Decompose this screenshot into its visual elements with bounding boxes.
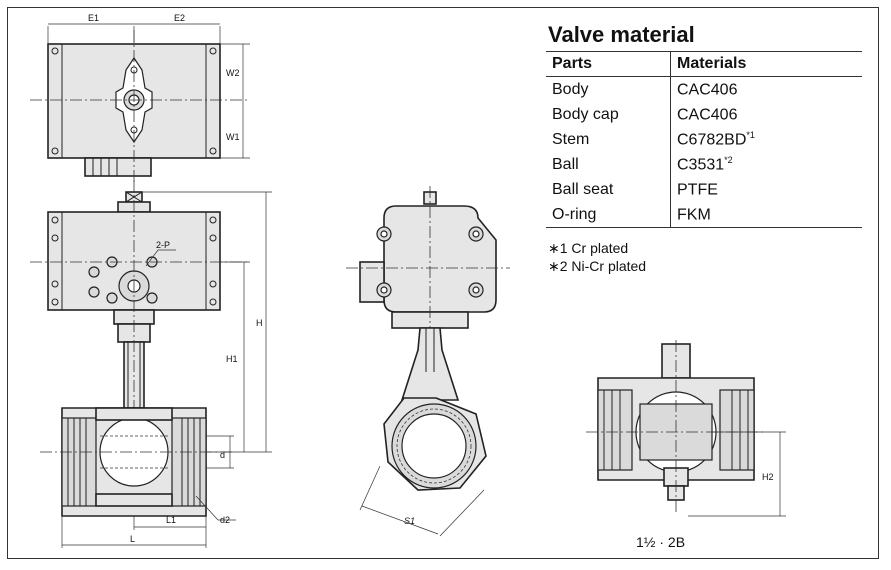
w2-label: W2 — [226, 68, 240, 78]
w1-label: W1 — [226, 132, 240, 142]
part-cell: Body cap — [546, 102, 671, 127]
top-view: E1 E2 W2 W1 — [30, 13, 250, 184]
footnotes: ∗1 Cr plated ∗2 Ni-Cr plated — [548, 239, 646, 275]
l1-label: L1 — [166, 515, 176, 525]
h1-label: H1 — [226, 354, 238, 364]
part-cell: Ball — [546, 152, 671, 177]
part-cell: Stem — [546, 127, 671, 152]
front-view: 2-P H H1 d L L1 — [30, 180, 272, 548]
material-cell: PTFE — [677, 181, 718, 199]
d-label: d — [220, 450, 225, 460]
actuator-side-body — [383, 205, 497, 313]
material-cell: C6782BD*1 — [677, 129, 755, 149]
table-row: Ball seat PTFE — [546, 177, 862, 202]
materials-header: Materials — [670, 51, 862, 77]
material-cell: FKM — [670, 202, 862, 228]
h-label: H — [256, 318, 263, 328]
table-row: O-ring FKM — [546, 202, 862, 228]
e1-label: E1 — [88, 13, 99, 23]
side-neck — [400, 327, 460, 401]
part-cell: Ball seat — [546, 177, 671, 202]
parts-header: Parts — [546, 51, 671, 77]
l-label: L — [130, 534, 135, 544]
table-row: Stem C6782BD*1 — [546, 127, 862, 152]
side-bore — [401, 413, 467, 479]
part-cell: Body — [546, 76, 671, 102]
material-table: Parts Materials Body CAC406 Body cap CAC… — [546, 51, 862, 228]
d2-label: d2 — [220, 515, 230, 525]
section-view: H2 — [586, 340, 786, 517]
material-cell: CAC406 — [677, 106, 738, 124]
material-cell: CAC406 — [677, 81, 738, 99]
material-cell: C3531*2 — [677, 154, 733, 174]
table-header-row: Parts Materials — [546, 51, 862, 77]
model-label: 1½ · 2B — [636, 534, 686, 550]
s1-label: S1 — [404, 516, 415, 526]
h2-label: H2 — [762, 472, 774, 482]
e2-label: E2 — [174, 13, 185, 23]
actuator-bottom-flange — [84, 157, 152, 177]
footnote-1: ∗1 Cr plated — [548, 240, 629, 256]
footnote-2: ∗2 Ni-Cr plated — [548, 258, 647, 274]
port-label: 2-P — [156, 240, 170, 250]
table-row: Body CAC406 — [546, 76, 862, 102]
part-cell: O-ring — [546, 202, 671, 228]
table-row: Ball C3531*2 — [546, 152, 862, 177]
side-view: S1 — [346, 186, 510, 537]
table-title: Valve material — [548, 22, 695, 47]
table-row: Body cap CAC406 — [546, 102, 862, 127]
